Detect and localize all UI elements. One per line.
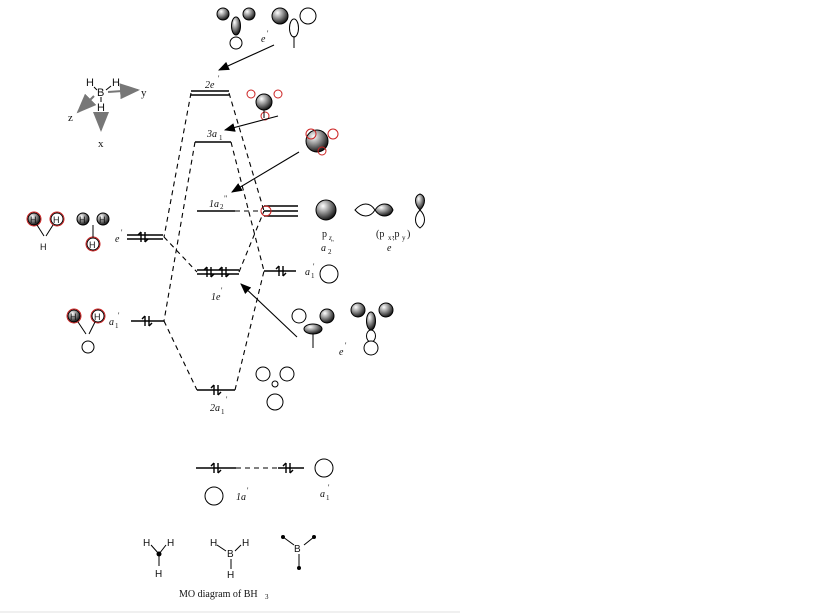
z-axis-arrow — [76, 93, 97, 114]
arrow-to-3a1 — [223, 115, 279, 132]
pz-sym-label: a — [321, 243, 326, 254]
svg-text:B: B — [227, 549, 234, 560]
pz-label: p — [322, 229, 327, 240]
svg-text:): ) — [407, 229, 410, 240]
svg-text:2: 2 — [328, 248, 332, 256]
diagram-title-subscript: 3 — [265, 593, 269, 601]
svg-text:': ' — [121, 228, 123, 237]
top-e-label: e — [261, 34, 266, 45]
svg-text:H: H — [40, 242, 47, 252]
level-3a1-label: 3a — [206, 129, 217, 140]
b-a1-label: a — [305, 267, 310, 278]
h3-e-orbitals: H H H H H H — [26, 211, 110, 252]
diagram-title: MO diagram of BH — [179, 589, 258, 600]
svg-text:': ' — [393, 238, 394, 246]
svg-text:': ' — [313, 262, 315, 271]
top-e-orbitals: e ' — [216, 7, 317, 50]
level-2e-label: 2e — [205, 80, 215, 91]
px-lobe-left — [354, 203, 376, 217]
y-axis-arrow — [107, 83, 140, 100]
svg-text:H: H — [70, 312, 77, 322]
pxpy-label: (p — [376, 229, 384, 240]
axis-h-bottom: H — [97, 102, 105, 114]
a1-star-orbital — [246, 89, 283, 121]
svg-text:y: y — [402, 234, 406, 242]
pxpy-sym-label: e — [387, 243, 392, 254]
axis-h-left: H — [86, 77, 94, 89]
svg-text:': ' — [218, 74, 220, 83]
level-1a2-label: 1a — [209, 199, 219, 210]
svg-text:H: H — [227, 570, 234, 581]
lig-e-label: e — [115, 234, 120, 245]
svg-text:,p: ,p — [392, 229, 400, 240]
axis-z-label: z — [68, 112, 73, 124]
mid-e-orbitals — [291, 302, 394, 356]
svg-text:x: x — [388, 234, 392, 242]
svg-text:H: H — [30, 215, 37, 225]
arrow-to-1a2 — [231, 151, 300, 193]
b-1s-orbital — [314, 458, 334, 478]
svg-text:1: 1 — [221, 408, 225, 416]
svg-text:1: 1 — [219, 134, 223, 142]
correlation-lines — [163, 92, 265, 391]
b-2s-orbital — [319, 264, 339, 284]
svg-text:B: B — [294, 544, 301, 555]
svg-text:H: H — [94, 312, 101, 322]
bh3-skeleton-molecule: B — [281, 535, 316, 570]
svg-text:H: H — [167, 538, 174, 549]
level-2a1-label: 2a — [210, 403, 220, 414]
lig-a1-label: a — [109, 317, 114, 328]
svg-text:H: H — [99, 215, 106, 225]
axis-b-atom: B — [97, 87, 104, 99]
axis-y-label: y — [141, 87, 147, 99]
svg-text:': ' — [221, 286, 223, 295]
svg-text:H: H — [143, 538, 150, 549]
svg-text:': ' — [226, 395, 228, 404]
svg-text:': ' — [328, 483, 330, 492]
axes-diagram: H B H H y z x — [68, 77, 147, 150]
svg-text:': ' — [267, 29, 269, 38]
py-lobe-bottom — [415, 209, 425, 229]
svg-text:H: H — [79, 215, 86, 225]
svg-text:1: 1 — [311, 272, 315, 280]
h3-fragment-molecule: H H H — [143, 538, 174, 580]
svg-text:": " — [331, 239, 334, 247]
core-1a-orbital — [204, 486, 224, 506]
svg-text:': ' — [345, 341, 347, 350]
level-1a-label: 1a — [236, 492, 246, 503]
svg-text:H: H — [210, 538, 217, 549]
svg-text:H: H — [155, 569, 162, 580]
svg-text:1: 1 — [326, 494, 330, 502]
svg-text:z: z — [328, 234, 332, 242]
a1-bonding-orbital — [255, 366, 295, 411]
svg-text:H: H — [242, 538, 249, 549]
svg-text:2: 2 — [220, 203, 224, 211]
h3-a1-orbital: H H — [66, 308, 106, 354]
b-a1-lower-label: a — [320, 489, 325, 500]
svg-text:H: H — [89, 240, 96, 250]
py-lobe-top — [415, 193, 425, 211]
level-1e-label: 1e — [211, 292, 221, 303]
px-lobe-right — [374, 203, 394, 217]
svg-text:1: 1 — [115, 322, 119, 330]
arrow-to-1e — [240, 283, 298, 338]
pz-orbital — [315, 199, 337, 221]
svg-text:': ' — [247, 486, 249, 495]
e-star-orbital — [305, 128, 339, 156]
svg-text:': ' — [118, 311, 120, 320]
bh3-center-molecule: H H B H — [210, 538, 249, 581]
axis-h-right: H — [112, 77, 120, 89]
svg-text:": " — [224, 194, 227, 203]
arrow-to-2e — [217, 44, 275, 71]
axis-x-label: x — [98, 138, 104, 150]
mid-e-label: e — [339, 347, 344, 358]
svg-text:H: H — [53, 215, 60, 225]
